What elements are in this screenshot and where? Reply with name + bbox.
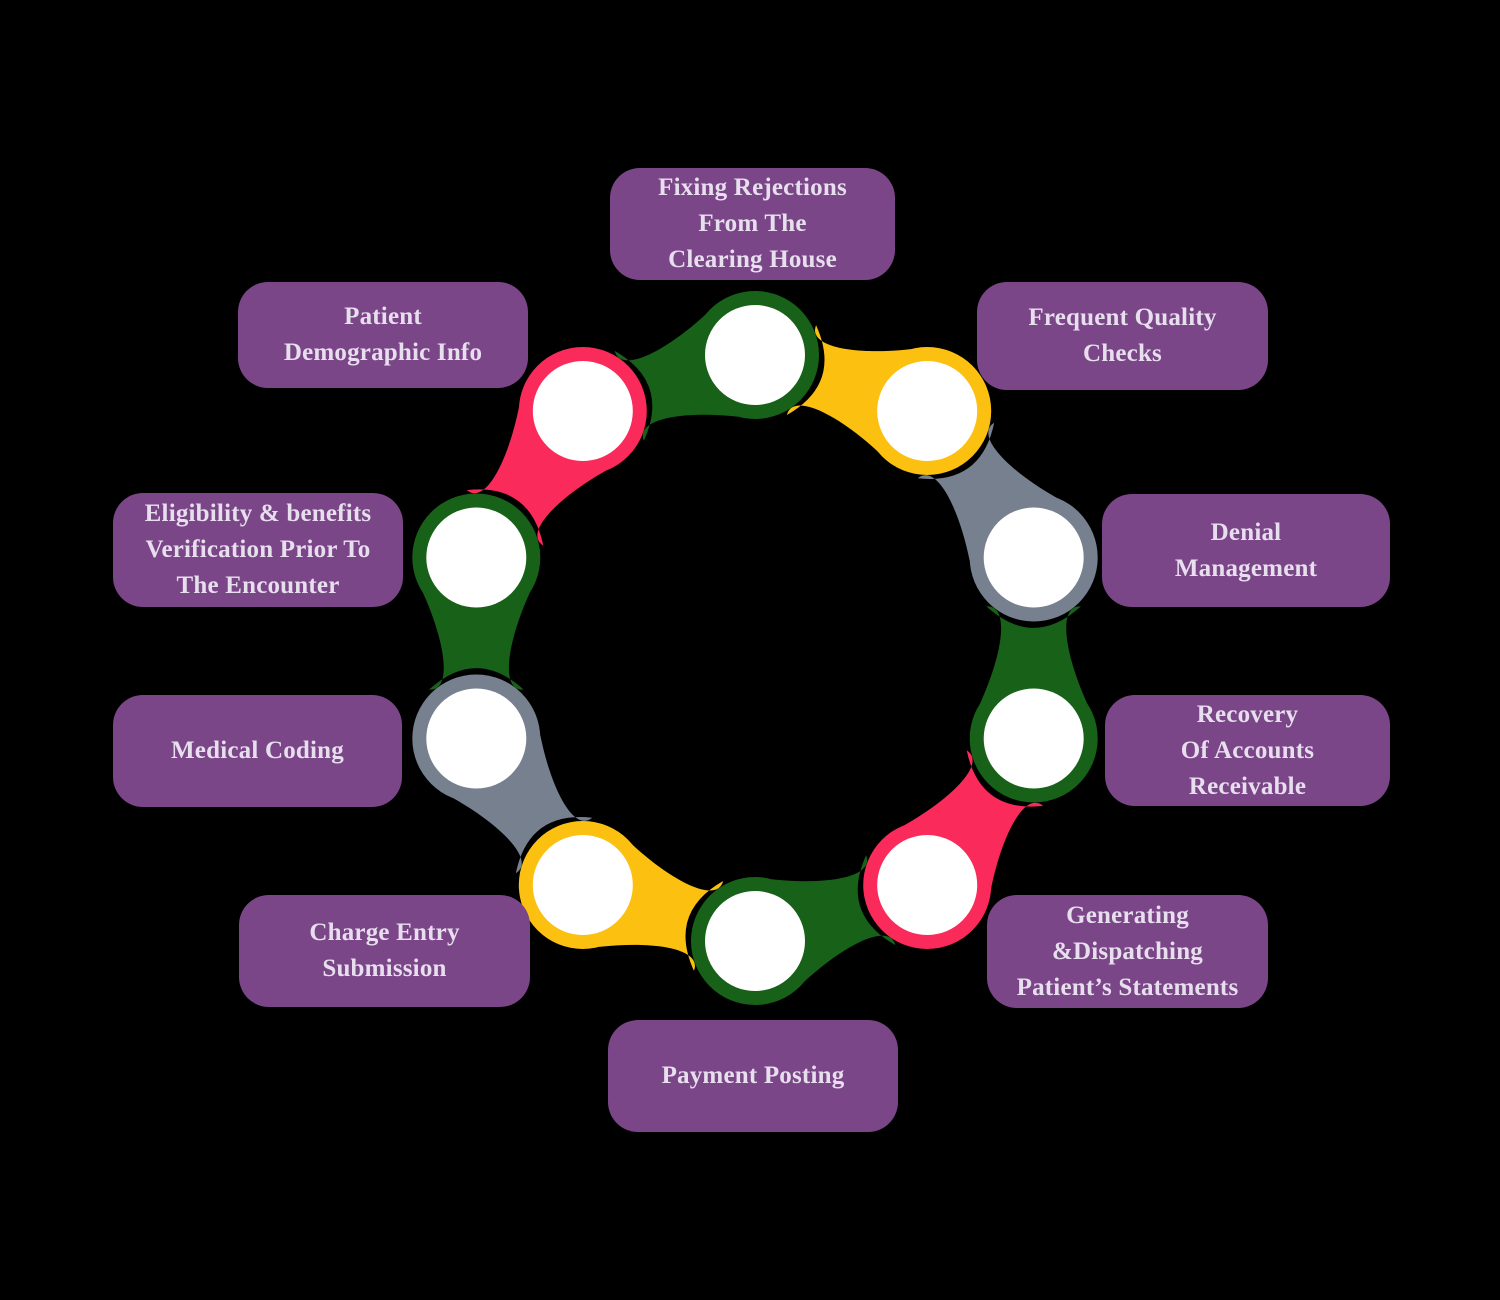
label-card-patient-demographic-info: Patient Demographic Info: [238, 282, 528, 388]
label-card-denial-management: Denial Management: [1102, 494, 1390, 607]
label-line: Clearing House: [668, 246, 837, 273]
node-circle-fixing-rejections-from-the-clearing-house: [705, 305, 805, 405]
label-line: Frequent Quality: [1028, 304, 1217, 331]
node-circle-patient-demographic-info: [532, 361, 633, 461]
label-line: Patient: [344, 303, 422, 330]
connector-recovery-of-accounts-receivable: [980, 606, 1088, 704]
label-line: Payment Posting: [661, 1062, 845, 1089]
label-line: Medical Coding: [171, 737, 344, 764]
connector-patient-demographic-info: [466, 407, 606, 546]
node-circle-frequent-quality-checks: [877, 361, 978, 461]
node-circle-payment-posting: [705, 891, 805, 991]
node-circle-denial-management: [983, 507, 1084, 608]
node-circle-eligibility-benefits-verification: [426, 507, 527, 608]
label-line: Eligibility & benefits: [144, 500, 372, 527]
label-line: Of Accounts: [1180, 736, 1315, 764]
label-card-fixing-rejections: Fixing Rejections From The Clearing Hous…: [610, 168, 895, 280]
label-line: Demographic Info: [283, 339, 483, 366]
label-line: Denial: [1210, 518, 1282, 546]
node-circle-charge-entry-submission: [532, 835, 633, 935]
label-card-recovery-of-accounts-receivable: Recovery Of Accounts Receivable: [1105, 695, 1390, 806]
label-line: From The: [698, 210, 807, 237]
node-circle-generating-dispatching-patients-statements: [877, 835, 978, 935]
label-card-medical-coding: Medical Coding: [113, 695, 402, 807]
label-line: Verification Prior To: [145, 536, 371, 563]
label-line: Recovery: [1196, 700, 1299, 728]
node-circle-medical-coding: [426, 688, 527, 789]
label-card-payment-posting: Payment Posting: [608, 1020, 898, 1132]
connector-generating-dispatching-patients-statements: [904, 750, 1044, 889]
label-line: Fixing Rejections: [658, 174, 847, 201]
label-line: Charge Entry: [309, 919, 460, 946]
label-card-eligibility-benefits-verification: Eligibility & benefits Verification Prio…: [113, 493, 403, 607]
node-circle-recovery-of-accounts-receivable: [983, 688, 1084, 789]
connector-medical-coding: [453, 735, 593, 874]
label-line: Checks: [1083, 340, 1162, 367]
label-card-charge-entry-submission: Charge Entry Submission: [239, 895, 530, 1007]
connector-denial-management: [917, 422, 1057, 561]
label-card-generating-dispatching-statements: Generating &Dispatching Patient’s Statem…: [987, 895, 1268, 1008]
label-line: Submission: [322, 955, 447, 982]
label-line: Patient’s Statements: [1016, 973, 1239, 1001]
label-card-frequent-quality-checks: Frequent Quality Checks: [977, 282, 1268, 390]
label-line: Management: [1174, 554, 1318, 582]
label-line: The Encounter: [176, 572, 340, 599]
label-line: Generating: [1066, 901, 1189, 929]
label-line: &Dispatching: [1051, 937, 1204, 965]
label-line: Receivable: [1188, 772, 1307, 800]
connector-eligibility-benefits-verification: [422, 592, 530, 690]
